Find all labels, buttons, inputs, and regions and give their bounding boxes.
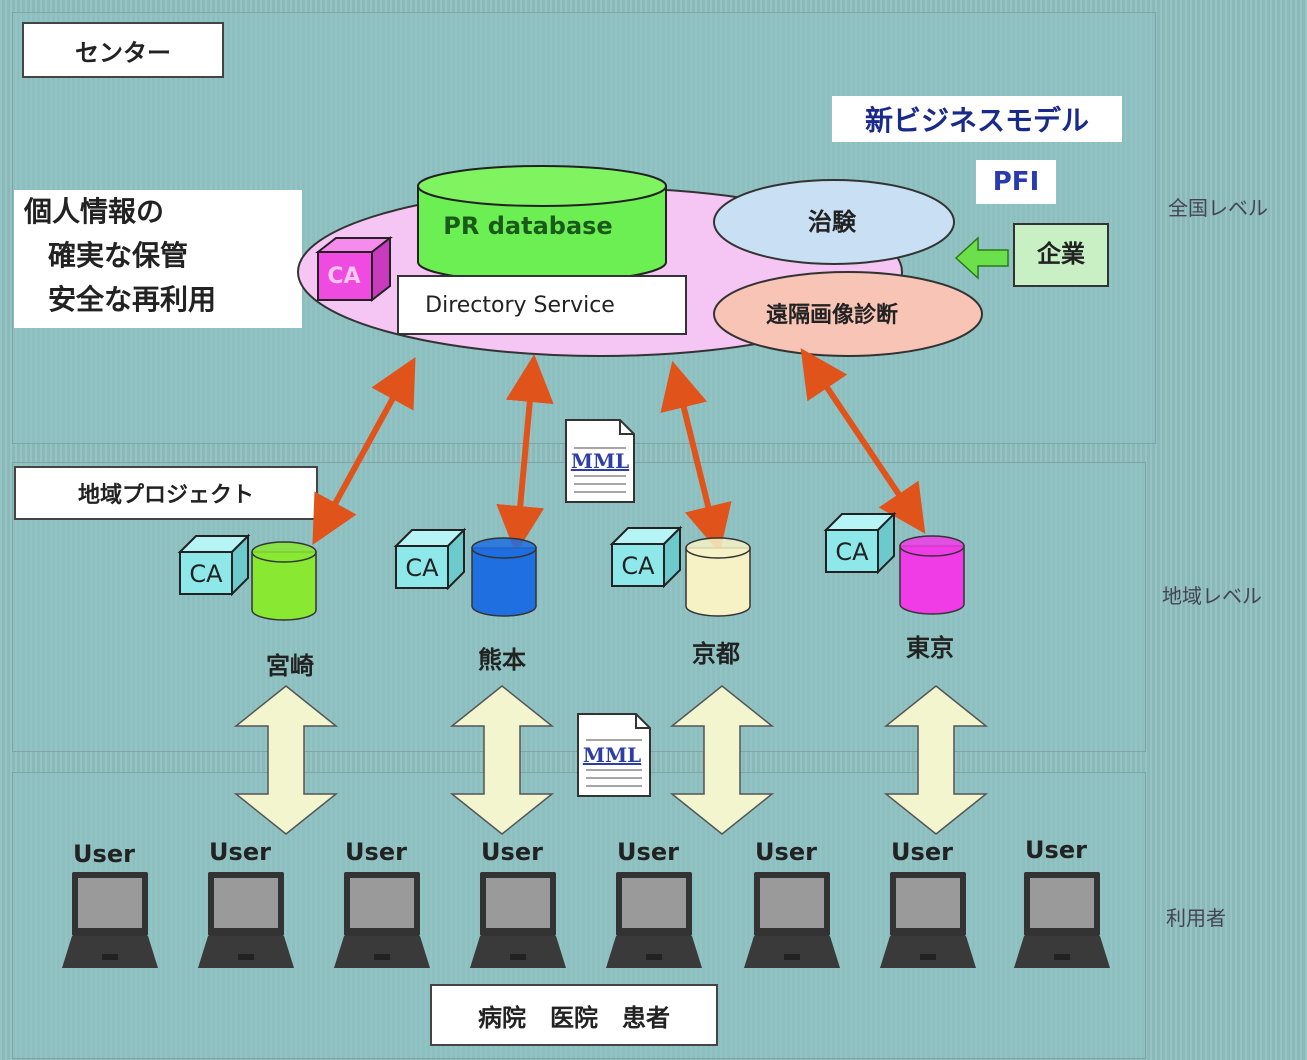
regional-title: 地域プロジェクト [14,466,318,520]
center-links [312,348,926,554]
level-national: 全国レベル [1168,196,1268,220]
user-link-arrow-3 [883,685,989,835]
regional-nodes: CA CA CA CA [177,511,965,621]
mml-document-upper [565,419,635,503]
regional-db-cylinder-1 [471,537,537,617]
privacy-line-1: 個人情報の [24,195,165,228]
user-label-3: User [345,838,407,866]
core-ca-cube [315,235,393,303]
laptop-icon-2 [198,872,294,968]
city-label-tokyo: 東京 [906,634,954,662]
link-kumamoto [496,354,554,554]
laptop-icon-5 [606,872,702,968]
clinical-trial-ellipse [713,179,955,265]
bottom-label-box: 病院 医院 患者 [430,984,718,1046]
level-regional: 地域レベル [1162,584,1262,608]
center-title: センター [22,22,224,78]
laptop-icon-4 [470,872,566,968]
laptop-icon-1 [62,872,158,968]
user-label-1: User [73,840,135,868]
regional-db-cylinder-0 [251,541,317,621]
link-miyazaki [312,356,416,546]
user-label-4: User [481,838,543,866]
ca-label-2: CA [621,552,655,580]
core-ca-label: CA [327,264,360,289]
ca-cube-0 [177,533,251,597]
business-model-title: 新ビジネスモデル [832,96,1122,142]
user-label-5: User [617,838,679,866]
company-box [1013,223,1109,287]
regional-node-3: CA [823,511,965,615]
privacy-line-2: 確実な保管 [48,239,189,272]
privacy-note: 個人情報の 確実な保管 安全な再利用 [14,190,302,328]
user-label-7: User [891,838,953,866]
privacy-line-3: 安全な再利用 [48,283,217,316]
company-label: 企業 [1037,240,1085,268]
company-arrow [954,236,1009,280]
regional-node-0: CA [177,533,317,621]
ca-label-3: CA [835,538,869,566]
laptop-icon-3 [334,872,430,968]
user-links [233,685,989,835]
city-label-kumamoto: 熊本 [478,646,526,674]
user-link-arrow-0 [233,685,339,835]
city-label-kyoto: 京都 [692,640,740,668]
ca-label-1: CA [405,554,439,582]
laptop-icon-6 [744,872,840,968]
laptop-icon-8 [1014,872,1110,968]
clinical-trial-label: 治験 [808,208,857,236]
user-label-2: User [209,838,271,866]
laptop-icon-7 [880,872,976,968]
user-laptops [62,872,1110,968]
pr-database-cylinder [417,165,667,283]
link-tokyo [800,348,926,534]
regional-node-1: CA [393,527,537,617]
pfi-label: PFI [976,160,1056,204]
ca-cube-1 [393,527,467,591]
user-label-6: User [755,838,817,866]
regional-node-2: CA [609,525,751,617]
remote-diagnosis-label: 遠隔画像診断 [766,302,898,328]
regional-db-cylinder-3 [899,535,965,615]
mml-label-upper: MML [571,449,629,473]
pr-database-label: PR database [443,212,612,240]
ca-cube-2 [609,525,683,589]
directory-service-box [397,275,687,335]
regional-db-cylinder-2 [685,537,751,617]
user-label-8: User [1025,836,1087,864]
ca-cube-3 [823,511,897,575]
level-user: 利用者 [1166,906,1226,930]
link-kyoto [660,360,732,554]
directory-service-label: Directory Service [425,293,615,318]
city-label-miyazaki: 宮崎 [266,652,314,680]
user-link-arrow-1 [449,685,555,835]
user-link-arrow-2 [669,685,775,835]
mml-document-lower [577,713,651,797]
mml-label-lower: MML [583,743,641,767]
ca-label-0: CA [189,560,223,588]
